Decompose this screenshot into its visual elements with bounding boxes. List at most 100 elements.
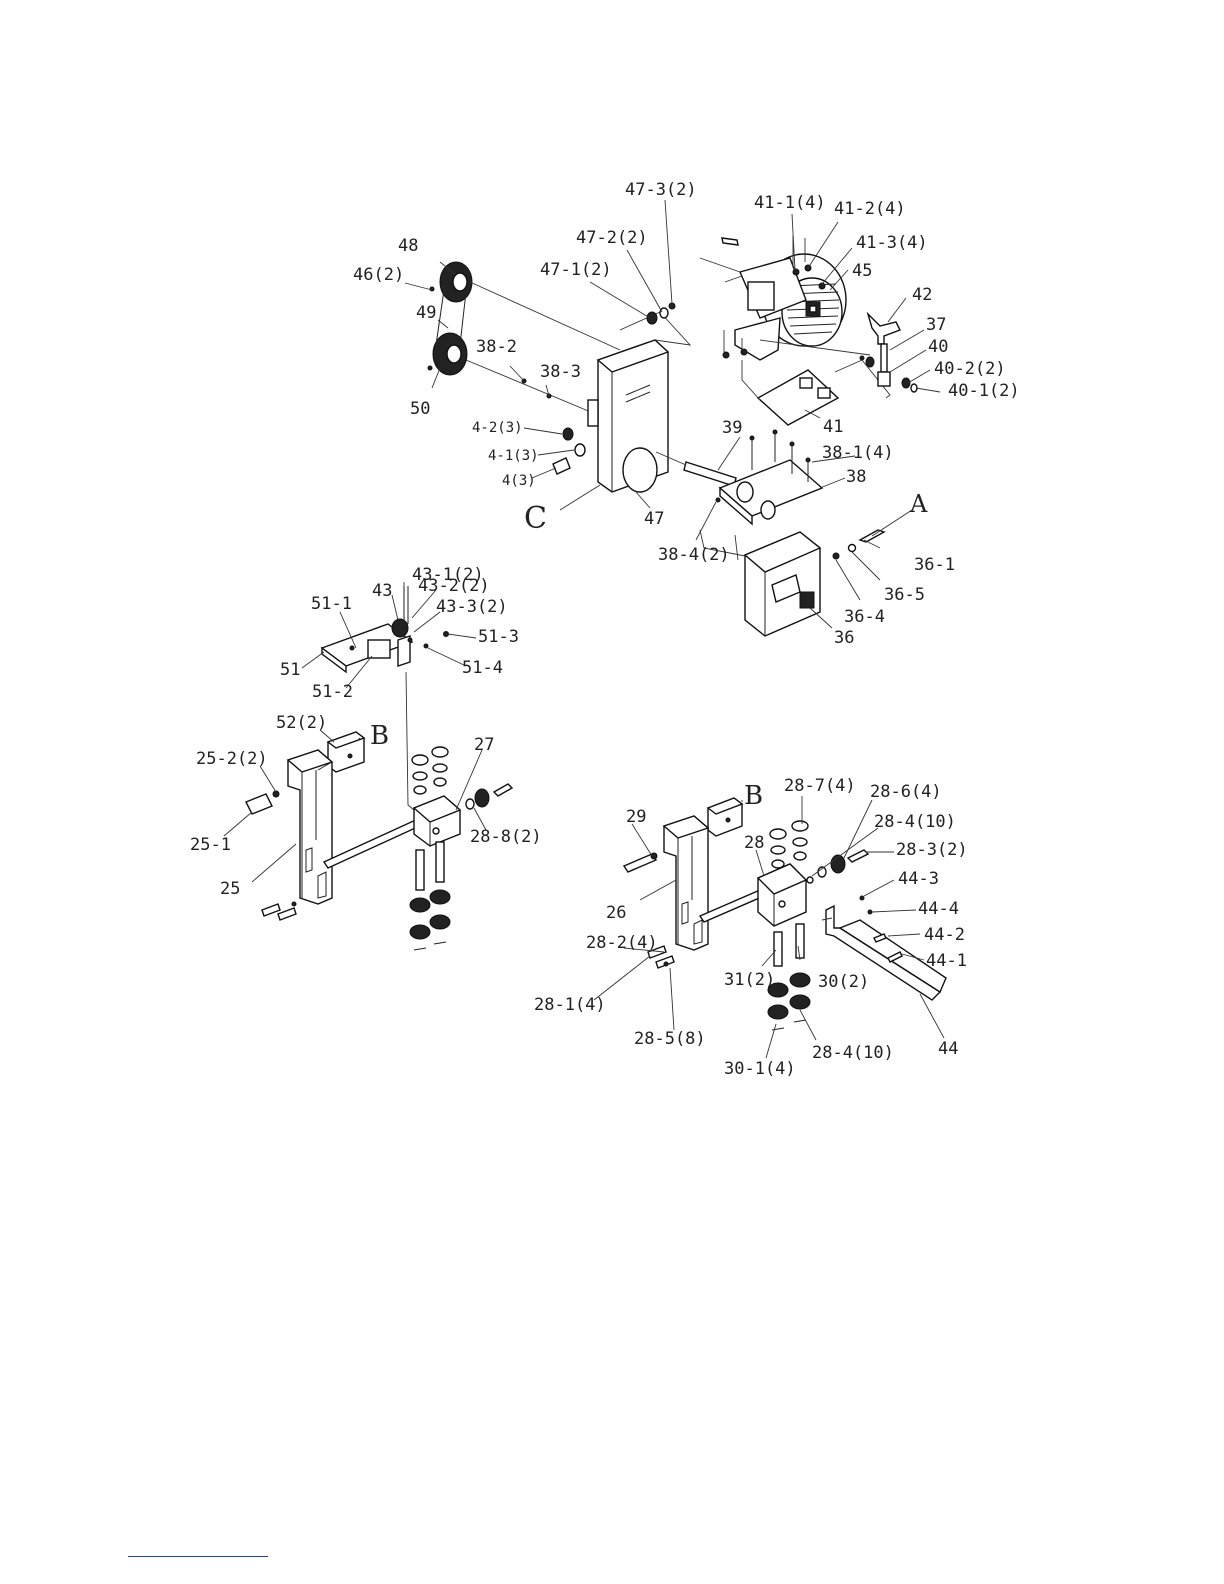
label-B-left: B — [370, 721, 389, 751]
label-46: 46(2) — [353, 265, 404, 285]
label-28: 28 — [744, 833, 764, 853]
label-4-2: 4-2(3) — [472, 420, 523, 436]
label-41-3: 41-3(4) — [856, 233, 928, 253]
right-assembly: B 28-7(4) 28-6(4) 29 28-4(10) 28 28-3(2)… — [534, 776, 968, 1079]
label-43-3: 43-3(2) — [436, 597, 508, 617]
label-49: 49 — [416, 303, 436, 323]
label-25-1: 25-1 — [190, 835, 231, 855]
label-47-2: 47-2(2) — [576, 228, 648, 248]
left-labels: 43-1(2) 43-2(2) 43 51-1 43-3(2) 51-3 51 … — [190, 565, 542, 899]
left-assembly: 43-1(2) 43-2(2) 43 51-1 43-3(2) 51-3 51 … — [190, 565, 542, 951]
label-38-2: 38-2 — [476, 337, 517, 357]
label-43-2-visible: 43-2(2) — [418, 576, 490, 596]
label-51-4: 51-4 — [462, 658, 503, 678]
label-28-6: 28-6(4) — [870, 782, 942, 802]
blade-guard-51 — [320, 586, 449, 816]
label-47-3: 47-3(2) — [625, 180, 697, 200]
label-29: 29 — [626, 807, 646, 827]
footer-rule — [128, 1556, 268, 1557]
pad-right — [706, 797, 744, 837]
label-45: 45 — [852, 261, 872, 281]
label-4-1: 4-1(3) — [488, 448, 539, 464]
label-28-4-top: 28-4(10) — [874, 812, 956, 832]
right-bearing-stack — [767, 820, 811, 1031]
knob-43 — [391, 618, 409, 638]
label-4: 4(3) — [502, 473, 536, 489]
label-39: 39 — [722, 418, 742, 438]
label-41-1: 41-1(4) — [754, 193, 826, 213]
label-25: 25 — [220, 879, 240, 899]
label-38: 38 — [846, 467, 866, 487]
tension-handle — [859, 311, 918, 393]
right-labels: B 28-7(4) 28-6(4) 29 28-4(10) 28 28-3(2)… — [534, 776, 968, 1079]
label-30: 30(2) — [818, 972, 869, 992]
label-28-8: 28-8(2) — [470, 827, 542, 847]
label-37: 37 — [926, 315, 946, 335]
label-36-5: 36-5 — [884, 585, 925, 605]
wing-handle — [866, 311, 901, 345]
block-28 — [756, 849, 870, 927]
label-51-2: 51-2 — [312, 682, 353, 702]
label-40-1: 40-1(2) — [948, 381, 1020, 401]
label-30-1: 30-1(4) — [724, 1059, 796, 1079]
label-36: 36 — [834, 628, 854, 648]
label-48: 48 — [398, 236, 418, 256]
label-25-2: 25-2(2) — [196, 749, 268, 769]
label-44-2: 44-2 — [924, 925, 965, 945]
rod — [322, 817, 426, 869]
label-40-2: 40-2(2) — [934, 359, 1006, 379]
label-41: 41 — [823, 417, 843, 437]
right-leader-lines — [593, 796, 945, 1059]
arm-26 — [622, 815, 766, 969]
label-38-4: 38-4(2) — [658, 545, 730, 565]
label-C: C — [524, 501, 547, 536]
label-28-4-bottom: 28-4(10) — [812, 1043, 894, 1063]
label-B-right: B — [744, 781, 763, 811]
label-44-1: 44-1 — [926, 951, 967, 971]
label-36-4: 36-4 — [844, 607, 885, 627]
upper-assembly: 47-3(2) 41-1(4) 41-2(4) 47-2(2) 41-3(4) … — [353, 180, 1020, 648]
label-28-2: 28-2(4) — [586, 933, 658, 953]
upper-leader-lines — [404, 199, 941, 629]
label-51-1: 51-1 — [311, 594, 352, 614]
label-43-1: 43-1(2) — [412, 565, 484, 585]
rod-right — [698, 889, 766, 923]
label-47-1: 47-1(2) — [540, 260, 612, 280]
belt — [435, 289, 467, 346]
bracket-plate-38 — [715, 429, 824, 526]
block-27 — [412, 783, 514, 847]
housing-hardware — [521, 302, 676, 475]
left-bearing-stack — [409, 746, 451, 951]
label-44-4: 44-4 — [918, 899, 959, 919]
pulley-belt-group — [427, 261, 621, 421]
label-26: 26 — [606, 903, 626, 923]
label-51-3: 51-3 — [478, 627, 519, 647]
label-28-1: 28-1(4) — [534, 995, 606, 1015]
label-28-3: 28-3(2) — [896, 840, 968, 860]
label-38-1: 38-1(4) — [822, 443, 894, 463]
label-42: 42 — [912, 285, 932, 305]
label-41-2: 41-2(4) — [834, 199, 906, 219]
upper-labels: 47-3(2) 41-1(4) 41-2(4) 47-2(2) 41-3(4) … — [353, 180, 1020, 648]
pulley-housing — [587, 311, 692, 493]
label-44-3: 44-3 — [898, 869, 939, 889]
label-31: 31(2) — [724, 970, 775, 990]
mount-plate — [756, 369, 840, 426]
label-A: A — [909, 490, 928, 518]
label-36-1: 36-1 — [914, 555, 955, 575]
shaft — [683, 461, 737, 487]
label-40: 40 — [928, 337, 948, 357]
gear-box-36 — [699, 509, 913, 637]
arm-body — [287, 749, 333, 905]
motor-mount-plate — [741, 339, 891, 426]
pad-52 — [326, 731, 366, 773]
motor — [699, 235, 847, 361]
label-28-7: 28-7(4) — [784, 776, 856, 796]
label-52: 52(2) — [276, 713, 327, 733]
blade-guide-44 — [821, 895, 947, 1001]
label-51: 51 — [280, 660, 300, 680]
label-28-5: 28-5(8) — [634, 1029, 706, 1049]
label-27: 27 — [474, 735, 494, 755]
label-47: 47 — [644, 509, 664, 529]
